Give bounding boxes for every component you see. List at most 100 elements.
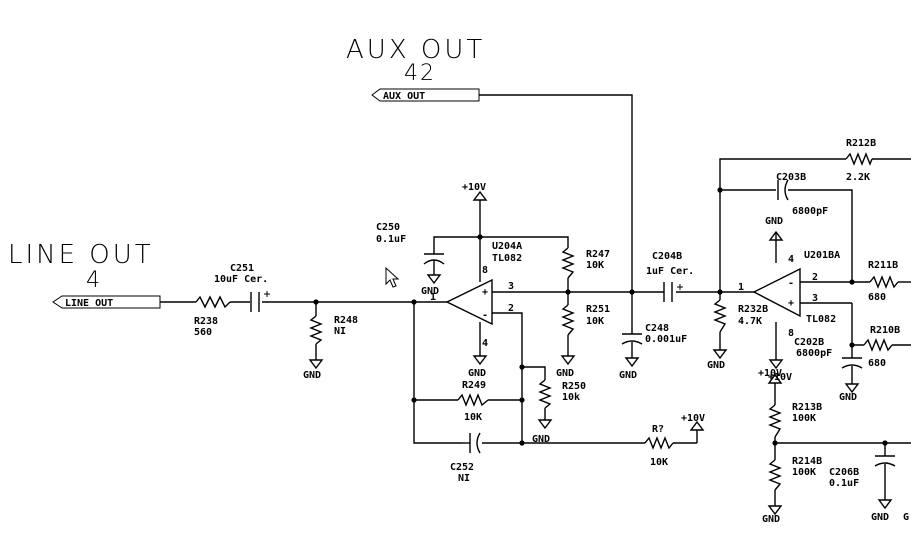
- r214b-value: 100K: [792, 467, 816, 478]
- aux-out-flag-label: AUX_OUT: [383, 91, 425, 102]
- v10-label-r213: +10V: [758, 368, 782, 379]
- r211b-value: 680: [868, 292, 886, 303]
- r250-ref: R250: [562, 381, 586, 392]
- opamp-u201ba[interactable]: [752, 267, 801, 318]
- resistor-r214b[interactable]: [768, 459, 782, 491]
- r210b-value: 680: [868, 358, 886, 369]
- r232b-ref: R232B: [738, 304, 768, 315]
- resistor-r251[interactable]: [561, 304, 575, 336]
- c203b-value: 6800pF: [792, 206, 828, 217]
- c204b-ref: C204B: [652, 251, 682, 262]
- c206b-value: 0.1uF: [829, 478, 859, 489]
- capacitor-c252[interactable]: [462, 432, 481, 454]
- supply-arrows: [472, 190, 784, 431]
- r213b-value: 100K: [792, 413, 816, 424]
- aux-out-title: AUX OUT: [346, 35, 485, 65]
- resistor-r249[interactable]: [457, 393, 489, 407]
- gnd-label-c248: GND: [619, 370, 637, 381]
- mouse-cursor-icon: [385, 266, 400, 288]
- line-out-number: 4: [86, 268, 100, 293]
- r251-ref: R251: [586, 304, 610, 315]
- u201-pin1: 1: [738, 282, 744, 293]
- r214b-ref: R214B: [792, 456, 822, 467]
- component-labels: C251 10uF Cer. R238 560 R248 NI C250 0.1…: [194, 138, 900, 489]
- capacitor-c251[interactable]: [250, 291, 270, 312]
- net-labels: GND GND GND GND GND GND GND GND GND GND …: [303, 182, 909, 525]
- r249-ref: R249: [462, 380, 486, 391]
- gnd-label-r250: GND: [532, 434, 550, 445]
- c203b-ref: C203B: [776, 172, 806, 183]
- gnd-label-r232: GND: [707, 360, 725, 371]
- u204a-value: TL082: [492, 253, 522, 264]
- c250-ref: C250: [376, 222, 400, 233]
- gnd-label-u204: GND: [468, 368, 486, 379]
- gnd-label-c202: GND: [839, 392, 857, 403]
- u201ba-ref: U201BA: [804, 250, 840, 261]
- resistor-r-unknown[interactable]: [644, 436, 674, 450]
- c248-ref: C248: [645, 323, 669, 334]
- u204-pin2: 2: [508, 303, 514, 314]
- gnd-symbols: [308, 230, 893, 516]
- capacitor-c202b[interactable]: [841, 357, 863, 369]
- capacitor-c248[interactable]: [621, 333, 643, 345]
- line-out-flag-label: LINE_OUT: [65, 298, 113, 309]
- u204a-ref: U204A: [492, 241, 522, 252]
- aux-out-number: 42: [404, 61, 436, 86]
- r250-value: 10k: [562, 392, 580, 403]
- opamp-u204a[interactable]: [445, 278, 493, 326]
- u204-pin4: 4: [482, 338, 488, 349]
- gnd-label-r248: GND: [303, 370, 321, 381]
- r-unknown-value: 10K: [650, 457, 668, 468]
- u204-pin1: 1: [430, 292, 436, 303]
- resistor-r212b[interactable]: [845, 152, 873, 166]
- capacitor-c204b[interactable]: [663, 282, 683, 302]
- u201ba-value: TL082: [806, 314, 836, 325]
- v10-label-rq: +10V: [681, 413, 705, 424]
- capacitor-c250[interactable]: [423, 253, 445, 265]
- r249-value: 10K: [464, 412, 482, 423]
- capacitor-c206b[interactable]: [874, 455, 896, 467]
- resistor-r247[interactable]: [561, 247, 575, 279]
- u201-pin3: 3: [812, 293, 818, 304]
- r248-ref: R248: [334, 315, 358, 326]
- gnd-label-clipped: G: [903, 512, 909, 523]
- u204-pin8: 8: [482, 265, 488, 276]
- c252-ref: C252: [450, 462, 474, 473]
- v10-label-u204: +10V: [462, 182, 486, 193]
- v10-label-u201: +10V: [768, 372, 792, 383]
- r248-value: NI: [334, 326, 346, 337]
- line-out-flag[interactable]: LINE_OUT: [52, 295, 161, 309]
- u201-plus: +: [788, 298, 794, 309]
- c204b-value: 1uF Cer.: [646, 266, 694, 277]
- r213b-ref: R213B: [792, 402, 822, 413]
- r212b-ref: R212B: [846, 138, 876, 149]
- resistor-r210b[interactable]: [863, 338, 893, 352]
- r210b-ref: R210B: [870, 325, 900, 336]
- line-out-title: LINE OUT: [8, 240, 154, 270]
- resistor-r211b[interactable]: [869, 275, 899, 289]
- u201-pin2: 2: [812, 272, 818, 283]
- r211b-ref: R211B: [868, 260, 898, 271]
- u204-pin3: 3: [508, 281, 514, 292]
- resistor-r238[interactable]: [195, 295, 231, 309]
- junctions: [313, 187, 888, 446]
- c202b-ref: C202B: [794, 337, 824, 348]
- aux-out-flag[interactable]: AUX_OUT: [371, 88, 480, 102]
- resistor-r232b[interactable]: [713, 299, 727, 333]
- r238-ref: R238: [194, 316, 218, 327]
- u204-minus: -: [482, 310, 488, 321]
- gnd-label-c206: GND: [871, 512, 889, 523]
- gnd-label-u201: GND: [765, 216, 783, 227]
- resistor-r213b[interactable]: [768, 404, 782, 438]
- capacitor-c203b[interactable]: [777, 179, 789, 201]
- r247-value: 10K: [586, 260, 604, 271]
- c202b-value: 6800pF: [796, 348, 832, 359]
- r247-ref: R247: [586, 249, 610, 260]
- resistor-r250[interactable]: [538, 379, 552, 409]
- gnd-label-c250: GND: [421, 286, 439, 297]
- wires: [160, 94, 911, 506]
- u201-pin8: 8: [788, 328, 794, 339]
- c206b-ref: C206B: [829, 467, 859, 478]
- resistor-r248[interactable]: [309, 315, 323, 345]
